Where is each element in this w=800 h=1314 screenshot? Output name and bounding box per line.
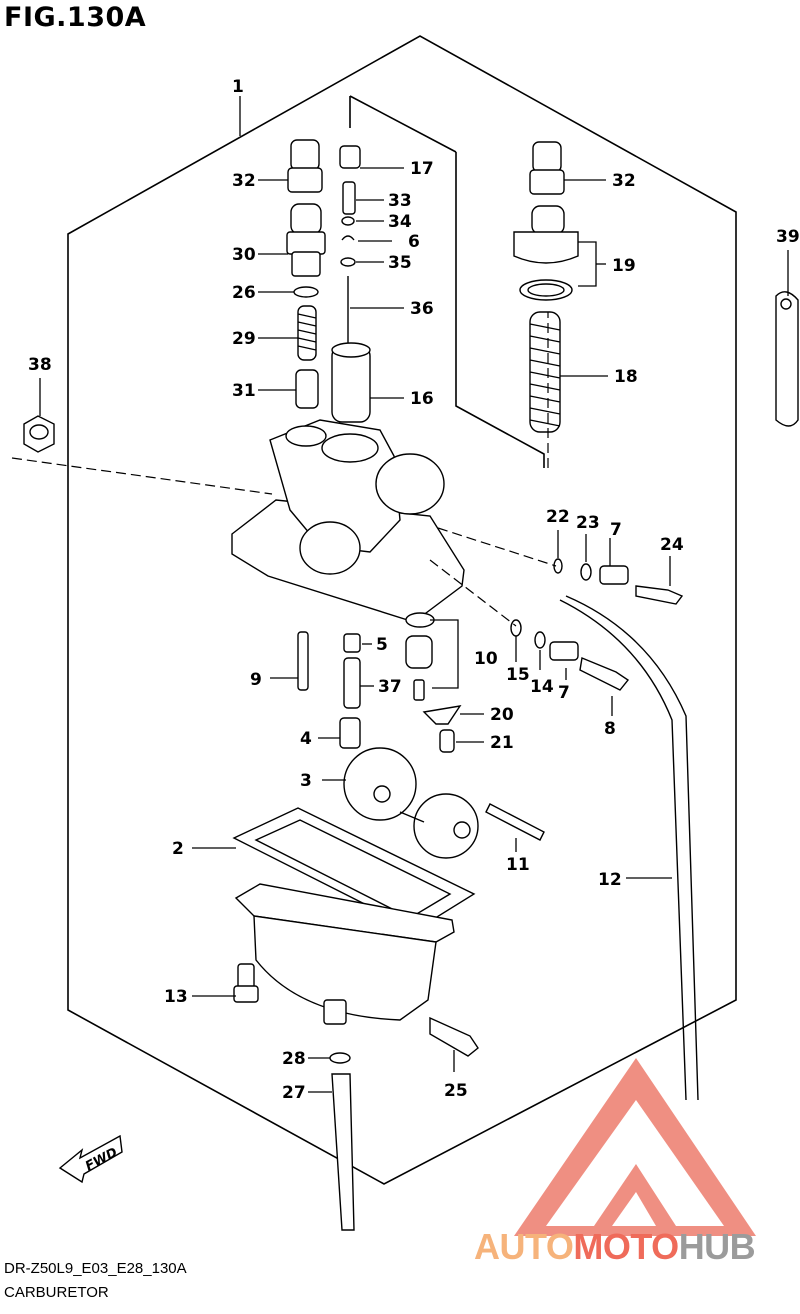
watermark-part-hub: HUB <box>678 1226 756 1267</box>
callout-25: 25 <box>444 1081 468 1101</box>
part-18-spring <box>529 311 561 433</box>
part-7-spring-upper <box>599 565 629 585</box>
part-20-plate <box>422 705 462 725</box>
callout-34: 34 <box>388 212 412 232</box>
diagram-caption: CARBURETOR <box>4 1284 109 1301</box>
callout-2: 2 <box>172 839 184 859</box>
part-39-bracket <box>775 291 799 427</box>
callout-3: 3 <box>300 771 312 791</box>
part-12-vent-hose <box>559 595 699 1101</box>
part-31-nut <box>295 369 319 409</box>
callout-38: 38 <box>28 355 52 375</box>
callout-23: 23 <box>576 513 600 533</box>
callout-10: 10 <box>474 649 498 669</box>
part-14-oring <box>534 631 546 649</box>
part-16-throttle-valve <box>331 342 371 423</box>
callout-39: 39 <box>776 227 800 247</box>
callout-30: 30 <box>232 245 256 265</box>
part-21-screw <box>439 729 455 753</box>
callout-36: 36 <box>410 299 434 319</box>
callout-32-left: 32 <box>232 171 256 191</box>
callout-26: 26 <box>232 283 256 303</box>
callout-20: 20 <box>490 705 514 725</box>
callout-27: 27 <box>282 1083 306 1103</box>
callout-8: 8 <box>604 719 616 739</box>
part-24-screw <box>635 585 684 605</box>
part-13-screw <box>233 963 259 1003</box>
callout-14: 14 <box>530 677 554 697</box>
part-32-left-cap <box>287 139 323 193</box>
callout-7-lower: 7 <box>558 683 570 703</box>
part-32-right-cap <box>529 141 565 195</box>
callout-12: 12 <box>598 870 622 890</box>
callout-33: 33 <box>388 191 412 211</box>
part-22-washer <box>553 558 563 574</box>
callout-35: 35 <box>388 253 412 273</box>
callout-6: 6 <box>408 232 420 252</box>
callout-32-right: 32 <box>612 171 636 191</box>
carburetor-body <box>231 419 465 623</box>
assembly-boundary <box>67 35 737 1185</box>
part-7-spring-lower <box>549 641 579 661</box>
part-29-spring <box>297 305 317 361</box>
watermark-part-auto: AUTO <box>474 1226 574 1267</box>
callout-19: 19 <box>612 256 636 276</box>
inner-boundary <box>349 96 545 468</box>
part-27-drain-hose <box>331 1073 355 1231</box>
diagram-code: DR-Z50L9_E03_E28_130A <box>4 1260 187 1277</box>
float-bowl <box>234 883 455 1025</box>
callout-21: 21 <box>490 733 514 753</box>
part-4-main-jet <box>339 717 361 749</box>
part-23-oring <box>580 563 592 581</box>
part-38-nut <box>23 415 55 453</box>
callout-5: 5 <box>376 635 388 655</box>
callout-13: 13 <box>164 987 188 1007</box>
part-11-float-pin <box>485 803 545 841</box>
callout-28: 28 <box>282 1049 306 1069</box>
callout-24: 24 <box>660 535 684 555</box>
part-35-washer <box>340 257 356 267</box>
part-25-drain-screw <box>429 1016 479 1057</box>
part-17-clip <box>339 145 361 169</box>
callout-9: 9 <box>250 670 262 690</box>
part-19-top-cap <box>513 205 579 301</box>
part-5-jet <box>343 633 361 653</box>
part-2-gasket <box>232 807 476 931</box>
callout-17: 17 <box>410 159 434 179</box>
callout-22: 22 <box>546 507 570 527</box>
figure-title: FIG.130A <box>4 2 147 33</box>
part-6-clip <box>341 235 355 241</box>
callout-7-upper: 7 <box>610 520 622 540</box>
callout-37: 37 <box>378 677 402 697</box>
part-33-spring <box>342 181 356 215</box>
part-30-adjuster <box>286 203 326 277</box>
part-26-washer <box>293 286 319 298</box>
part-8-screw <box>579 657 630 691</box>
part-37-emulsion-tube <box>343 657 361 709</box>
watermark-part-moto: MOTO <box>573 1226 679 1267</box>
part-15-washer <box>510 619 522 637</box>
part-34-washer <box>341 216 355 226</box>
watermark-logo <box>514 1058 756 1236</box>
fwd-arrow <box>58 1134 123 1184</box>
callout-4: 4 <box>300 729 312 749</box>
callout-1: 1 <box>232 77 244 97</box>
callout-31: 31 <box>232 381 256 401</box>
callout-15: 15 <box>506 665 530 685</box>
part-3-float <box>343 747 479 859</box>
callout-18: 18 <box>614 367 638 387</box>
part-10-float-valve <box>405 612 435 701</box>
part-28-clip <box>329 1052 351 1064</box>
callout-16: 16 <box>410 389 434 409</box>
watermark-brand: AUTOMOTOHUB <box>474 1226 756 1268</box>
callout-11: 11 <box>506 855 530 875</box>
part-9-pilot-jet <box>297 631 309 691</box>
callout-29: 29 <box>232 329 256 349</box>
